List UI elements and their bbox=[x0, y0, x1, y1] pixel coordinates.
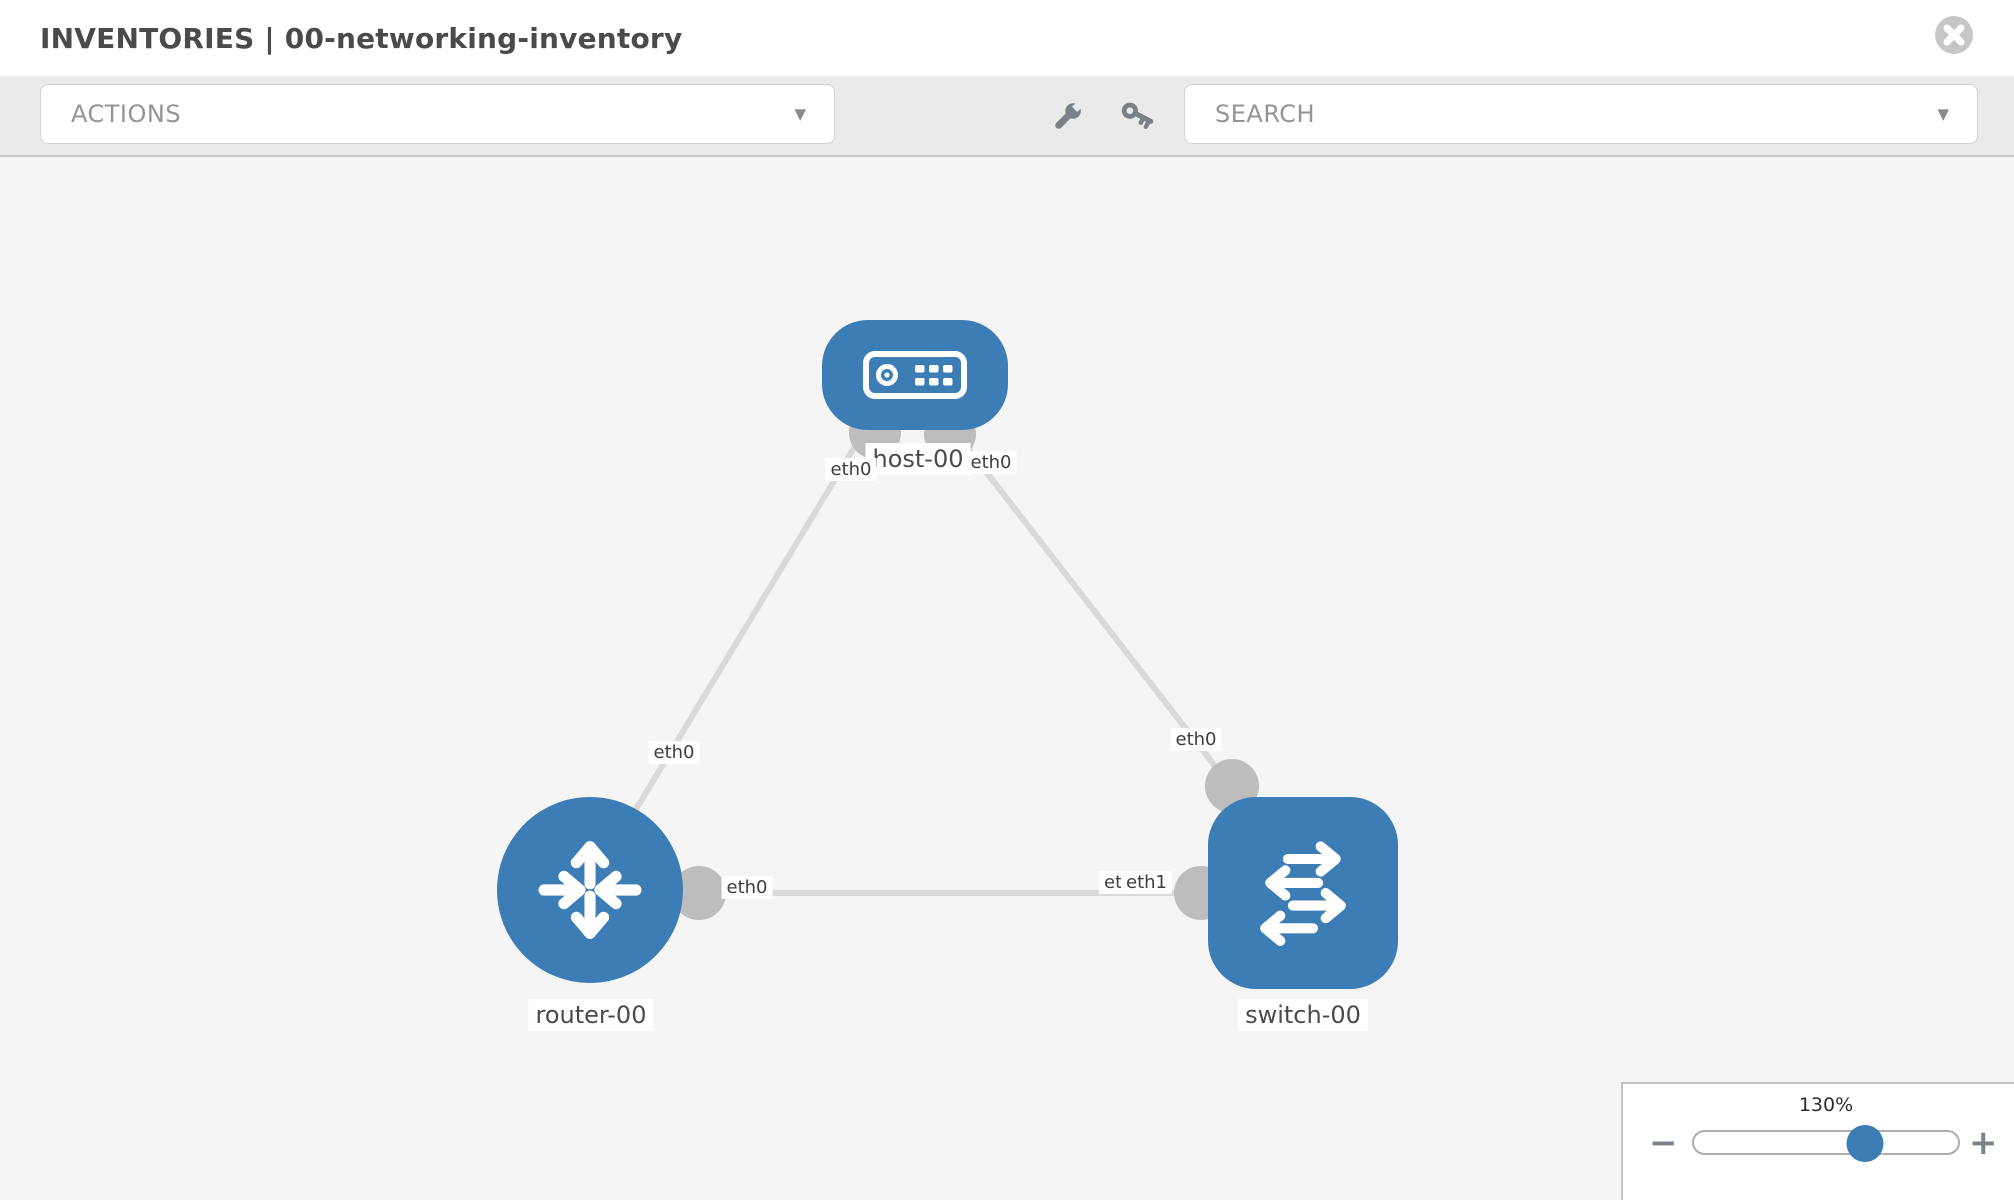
search-dropdown[interactable]: SEARCH ▼ bbox=[1184, 84, 1978, 144]
toolbar: ACTIONS ▼ SEARCH ▼ bbox=[0, 76, 2014, 157]
node-label-switch-00: switch-00 bbox=[1238, 999, 1368, 1031]
wrench-icon bbox=[1055, 101, 1083, 129]
topology-edges-layer bbox=[597, 407, 1259, 920]
node-label-router-00: router-00 bbox=[528, 999, 654, 1031]
iface-label-router-switch-switch-end: eth1 bbox=[1121, 871, 1172, 894]
node-label-host-00: host-00 bbox=[865, 443, 971, 475]
node-switch-00[interactable] bbox=[1208, 797, 1398, 989]
zoom-out-button[interactable]: − bbox=[1649, 1123, 1678, 1163]
zoom-in-button[interactable]: + bbox=[1969, 1123, 1998, 1163]
wrench-tool-button[interactable] bbox=[1048, 98, 1086, 136]
chevron-down-icon: ▼ bbox=[1937, 105, 1949, 123]
iface-label-host-switch-host-end: eth0 bbox=[965, 451, 1017, 474]
actions-dropdown-label: ACTIONS bbox=[71, 100, 182, 128]
iface-label-router-switch-router-end: eth0 bbox=[721, 876, 773, 899]
key-tool-button[interactable] bbox=[1118, 98, 1156, 136]
page-header: INVENTORIES | 00-networking-inventory bbox=[0, 0, 2014, 76]
topology-canvas[interactable]: host-00 router-00 switch-00 eth0 eth0 et… bbox=[0, 157, 2014, 1200]
x-circle-icon bbox=[1935, 16, 1973, 54]
zoom-control-panel: 130% − + bbox=[1621, 1082, 2014, 1200]
link-host-router[interactable] bbox=[597, 426, 869, 871]
actions-dropdown[interactable]: ACTIONS ▼ bbox=[40, 84, 835, 144]
router-arrows-icon bbox=[538, 841, 642, 939]
zoom-level-value: 130% bbox=[1798, 1094, 1854, 1116]
port-circle-router-right bbox=[672, 866, 726, 920]
switch-arrows-icon bbox=[1260, 841, 1346, 946]
search-dropdown-label: SEARCH bbox=[1215, 100, 1316, 128]
chevron-down-icon: ▼ bbox=[794, 105, 806, 123]
iface-label-host-router-host-end: eth0 bbox=[825, 458, 877, 481]
iface-label-host-switch-switch-end: eth0 bbox=[1170, 728, 1222, 751]
key-icon bbox=[1121, 102, 1154, 130]
close-button[interactable] bbox=[1934, 15, 1974, 55]
zoom-slider-track[interactable] bbox=[1692, 1130, 1960, 1155]
page-title: INVENTORIES | 00-networking-inventory bbox=[40, 22, 683, 55]
node-host-00[interactable] bbox=[822, 320, 1008, 430]
zoom-slider-handle[interactable] bbox=[1846, 1125, 1884, 1162]
host-server-icon bbox=[863, 351, 967, 399]
iface-label-host-router-router-end: eth0 bbox=[648, 741, 700, 764]
node-router-00[interactable] bbox=[497, 797, 683, 983]
